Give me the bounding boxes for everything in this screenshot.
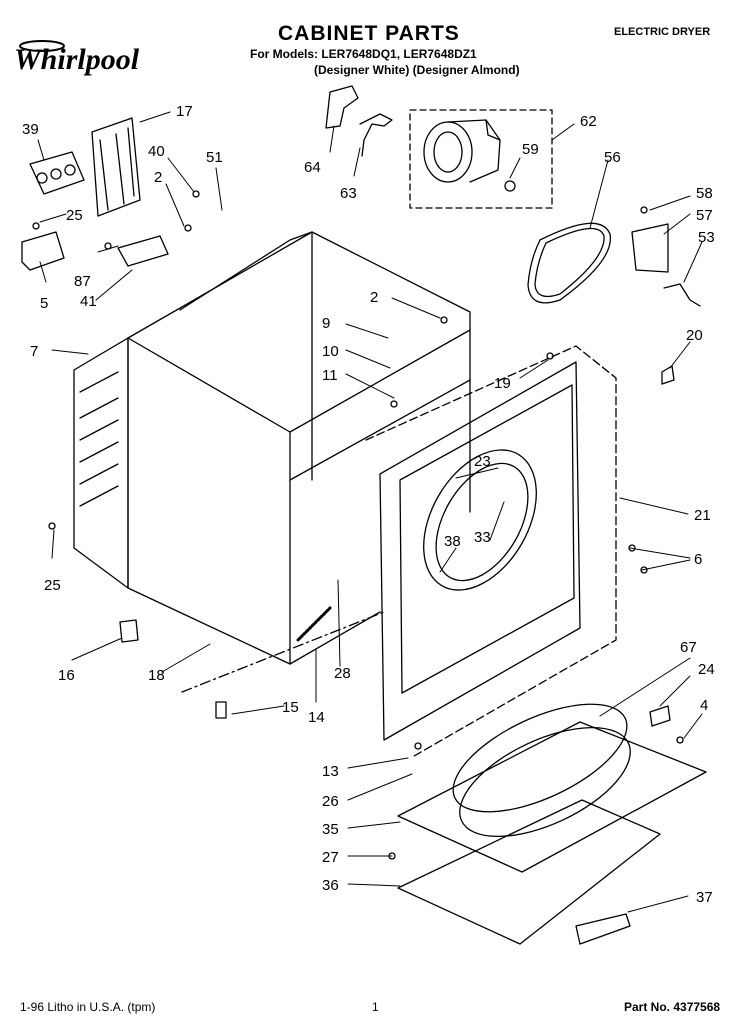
cord-bracket-ribs: [99, 127, 135, 211]
front-panel-outline: [365, 345, 617, 757]
callout-27: 27: [322, 849, 339, 866]
callout-62: 62: [580, 113, 597, 130]
model-designations: (Designer White) (Designer Almond): [314, 63, 520, 77]
product-type: ELECTRIC DRYER: [614, 26, 711, 38]
cord-bracket: [91, 117, 141, 217]
callout-7: 7: [30, 343, 38, 360]
callout-56: 56: [604, 149, 621, 166]
callout-40: 40: [148, 143, 165, 160]
callout-38: 38: [444, 533, 461, 550]
leveling-leg: [119, 619, 139, 643]
callout-24: 24: [698, 661, 715, 678]
callout-17: 17: [176, 103, 193, 120]
side-panel: [73, 337, 129, 589]
front-panel: [379, 361, 581, 741]
callout-5: 5: [40, 295, 48, 312]
latch-24: [649, 705, 671, 727]
bracket-15: [215, 701, 227, 719]
terminal-block: [29, 151, 85, 195]
page-title: CABINET PARTS: [278, 22, 460, 45]
base-leader: [181, 611, 385, 693]
callout-39: 39: [22, 121, 39, 138]
callout-4: 4: [700, 697, 708, 714]
callout-10: 10: [322, 343, 339, 360]
callout-58: 58: [696, 185, 713, 202]
model-numbers: For Models: LER7648DQ1, LER7648DZ1: [250, 47, 477, 61]
callout-57: 57: [696, 207, 713, 224]
callout-21: 21: [694, 507, 711, 524]
callout-33: 33: [474, 529, 491, 546]
handle-37: [575, 913, 631, 945]
logo-emblem: Whirlpool: [14, 40, 140, 76]
callout-64: 64: [304, 159, 321, 176]
callout-51: 51: [206, 149, 223, 166]
callout-28: 28: [334, 665, 351, 682]
callout-2b: 2: [370, 289, 378, 306]
callout-36: 36: [322, 877, 339, 894]
whirlpool-logo: Whirlpool: [12, 38, 157, 76]
callout-59: 59: [522, 141, 539, 158]
callout-87: 87: [74, 273, 91, 290]
dryer-cabinet: [127, 231, 471, 665]
callout-2a: 2: [154, 169, 162, 186]
callout-25a: 25: [66, 207, 83, 224]
callout-20: 20: [686, 327, 703, 344]
motor-kit-box: [409, 109, 553, 209]
callout-14: 14: [308, 709, 325, 726]
door-assembly: [397, 703, 707, 945]
part-number: Part No. 4377568: [624, 1000, 721, 1014]
callout-35: 35: [322, 821, 339, 838]
bracket-64: [325, 85, 359, 129]
callout-19: 19: [494, 375, 511, 392]
strain-relief: [117, 235, 169, 267]
bracket-63: [359, 113, 393, 157]
callout-9: 9: [322, 315, 330, 332]
fasteners: [32, 190, 684, 860]
callout-26: 26: [322, 793, 339, 810]
print-info: 1-96 Litho in U.S.A. (tpm): [20, 1000, 156, 1014]
bracket-57: [631, 223, 669, 273]
callout-15: 15: [282, 699, 299, 716]
drive-belt-inner: [534, 227, 605, 298]
callout-23: 23: [474, 453, 491, 470]
door-spring: [296, 606, 332, 642]
callout-25b: 25: [44, 577, 61, 594]
callout-53: 53: [698, 229, 715, 246]
cover-plate: [21, 231, 65, 271]
page-number: 1: [372, 1000, 379, 1014]
callout-67: 67: [680, 639, 697, 656]
callout-16: 16: [58, 667, 75, 684]
logo-wordmark: Whirlpool: [14, 43, 140, 76]
drive-motor: [423, 119, 516, 192]
switch-53: [663, 283, 701, 307]
callout-13: 13: [322, 763, 339, 780]
callout-18: 18: [148, 667, 165, 684]
callout-leaders: [37, 111, 703, 913]
callout-37: 37: [696, 889, 713, 906]
thermostat-20: [661, 365, 675, 385]
callout-6: 6: [694, 551, 702, 568]
drive-belt: [527, 222, 612, 304]
callout-11: 11: [322, 367, 338, 384]
callout-41: 41: [80, 293, 97, 310]
callout-63: 63: [340, 185, 357, 202]
